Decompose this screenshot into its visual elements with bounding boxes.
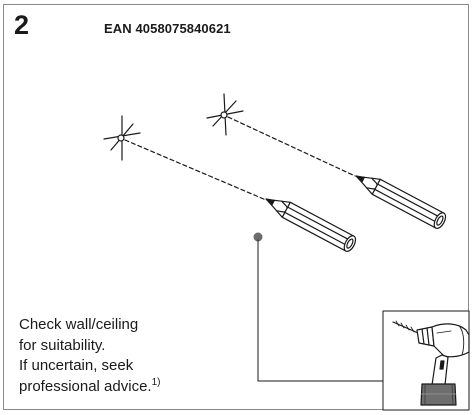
callout-dot-icon: [253, 232, 263, 242]
instruction-line: If uncertain, seek: [19, 357, 134, 374]
footnote-marker: 1): [151, 376, 161, 388]
callout-leader-line: [257, 239, 384, 382]
right-drill-mark-icon: [206, 93, 244, 136]
instruction-line: professional advice.: [19, 377, 152, 395]
cordless-drill-icon: [392, 320, 470, 406]
instruction-line: Check wall/ceiling: [19, 316, 139, 333]
instruction-line-with-footnote: professional advice.1): [19, 377, 160, 398]
right-alignment-line: [227, 116, 356, 177]
ean-label: EAN 4058075840621: [104, 21, 231, 36]
instruction-text: Check wall/ceiling for suitability. If u…: [19, 315, 160, 397]
left-drill-mark-icon: [103, 115, 141, 161]
panel-frame: [3, 4, 469, 410]
left-alignment-line: [124, 139, 267, 201]
instruction-line: for suitability.: [19, 336, 106, 354]
right-pencil-icon: [355, 175, 447, 229]
step-number: 2: [14, 10, 30, 40]
left-pencil-icon: [265, 198, 357, 252]
